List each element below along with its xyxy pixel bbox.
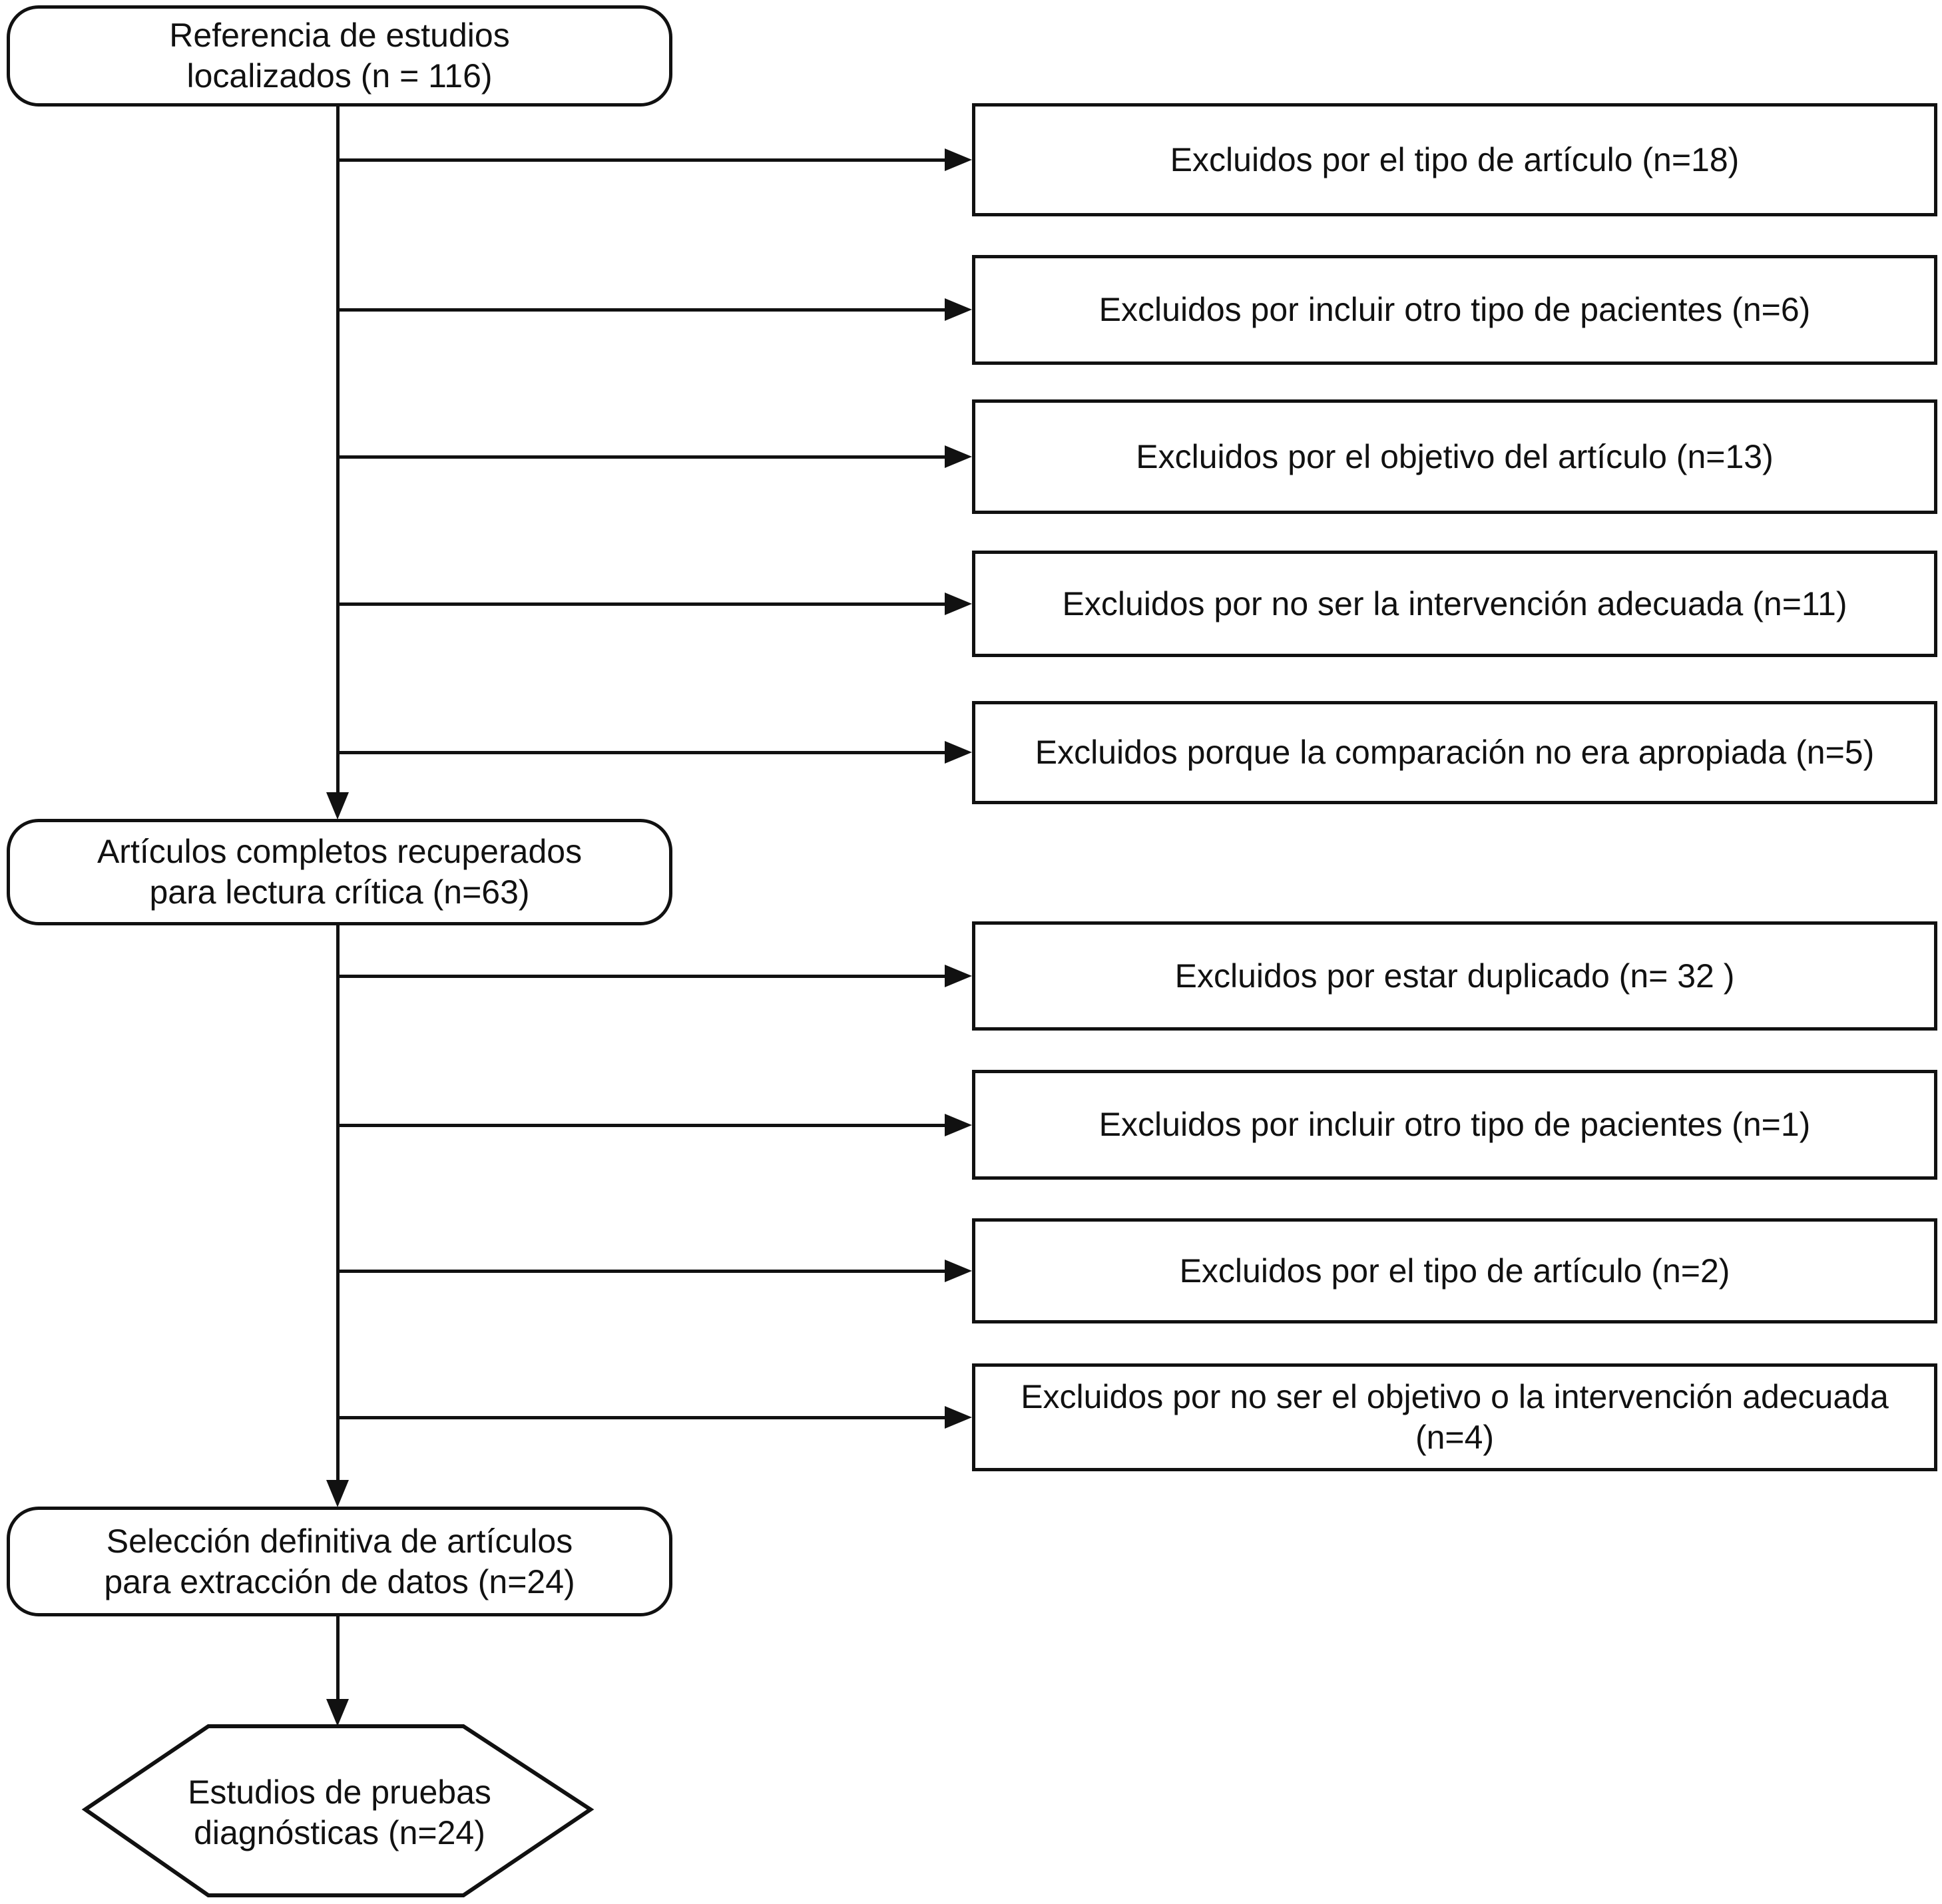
arrowhead-down-retrieved [326, 792, 349, 820]
branch-line-exclusion-7 [336, 1124, 946, 1127]
exclusion-box-6-label: Excluidos por estar duplicado (n= 32 ) [1174, 957, 1735, 995]
arrowhead-right-exclusion-5 [945, 741, 972, 764]
connector-selection-to-final [336, 1616, 340, 1700]
exclusion-box-9: Excluidos por no ser el objetivo o la in… [972, 1363, 1937, 1471]
start-node: Referencia de estudios localizados (n = … [7, 5, 672, 107]
selection-node-label-line2: para extracción de datos (n=24) [104, 1562, 575, 1600]
exclusion-box-9-label: Excluidos por no ser el objetivo o la in… [1021, 1378, 1889, 1456]
selection-node-label-line1: Selección definitiva de artículos [106, 1522, 573, 1560]
retrieved-node-label-line1: Artículos completos recuperados [97, 833, 583, 870]
start-node-label-line2: localizados (n = 116) [186, 57, 493, 95]
arrowhead-down-selection [326, 1480, 349, 1507]
exclusion-box-6: Excluidos por estar duplicado (n= 32 ) [972, 921, 1937, 1031]
branch-line-exclusion-9 [336, 1416, 946, 1419]
retrieved-node-label: Artículos completos recuperados para lec… [97, 832, 582, 913]
arrowhead-right-exclusion-7 [945, 1114, 972, 1136]
selection-node: Selección definitiva de artículos para e… [7, 1507, 672, 1616]
exclusion-box-7-label: Excluidos por incluir otro tipo de pacie… [1098, 1106, 1811, 1143]
exclusion-box-4-label: Excluidos por no ser la intervención ade… [1062, 585, 1847, 622]
retrieved-node-label-line2: para lectura crítica (n=63) [149, 873, 530, 911]
branch-line-exclusion-8 [336, 1270, 946, 1273]
exclusion-box-7: Excluidos por incluir otro tipo de pacie… [972, 1070, 1937, 1180]
branch-line-exclusion-2 [336, 308, 946, 312]
arrowhead-right-exclusion-2 [945, 298, 972, 321]
connector-start-to-retrieved [336, 107, 340, 794]
branch-line-exclusion-1 [336, 158, 946, 162]
final-node-label: Estudios de pruebas diagnósticas (n=24) [100, 1726, 579, 1900]
branch-line-exclusion-4 [336, 602, 946, 606]
exclusion-box-1: Excluidos por el tipo de artículo (n=18) [972, 103, 1937, 216]
exclusion-box-3-label: Excluidos por el objetivo del artículo (… [1136, 437, 1774, 475]
final-node-hexagon [81, 1724, 595, 1897]
arrowhead-right-exclusion-6 [945, 965, 972, 987]
exclusion-box-4: Excluidos por no ser la intervención ade… [972, 551, 1937, 657]
final-node-label-line2: diagnósticas (n=24) [194, 1814, 485, 1851]
arrowhead-right-exclusion-3 [945, 445, 972, 468]
exclusion-box-5: Excluidos porque la comparación no era a… [972, 701, 1937, 804]
start-node-label: Referencia de estudios localizados (n = … [169, 15, 509, 97]
start-node-label-line1: Referencia de estudios [169, 17, 510, 54]
arrowhead-right-exclusion-1 [945, 148, 972, 171]
exclusion-box-8: Excluidos por el tipo de artículo (n=2) [972, 1218, 1937, 1323]
exclusion-box-5-label: Excluidos porque la comparación no era a… [1035, 734, 1875, 771]
arrowhead-right-exclusion-9 [945, 1406, 972, 1429]
hexagon-shape [81, 1724, 595, 1897]
selection-node-label: Selección definitiva de artículos para e… [104, 1521, 575, 1602]
branch-line-exclusion-6 [336, 975, 946, 978]
retrieved-node: Artículos completos recuperados para lec… [7, 819, 672, 925]
exclusion-box-3: Excluidos por el objetivo del artículo (… [972, 399, 1937, 514]
exclusion-box-2: Excluidos por incluir otro tipo de pacie… [972, 255, 1937, 365]
arrowhead-right-exclusion-8 [945, 1260, 972, 1282]
exclusion-box-2-label: Excluidos por incluir otro tipo de pacie… [1098, 291, 1811, 328]
connector-retrieved-to-selection [336, 925, 340, 1481]
arrowhead-down-final [326, 1699, 349, 1726]
exclusion-box-1-label: Excluidos por el tipo de artículo (n=18) [1170, 140, 1740, 178]
exclusion-box-8-label: Excluidos por el tipo de artículo (n=2) [1179, 1252, 1730, 1290]
branch-line-exclusion-5 [336, 751, 946, 754]
branch-line-exclusion-3 [336, 455, 946, 459]
final-node-label-line1: Estudios de pruebas [188, 1774, 491, 1811]
arrowhead-right-exclusion-4 [945, 593, 972, 615]
